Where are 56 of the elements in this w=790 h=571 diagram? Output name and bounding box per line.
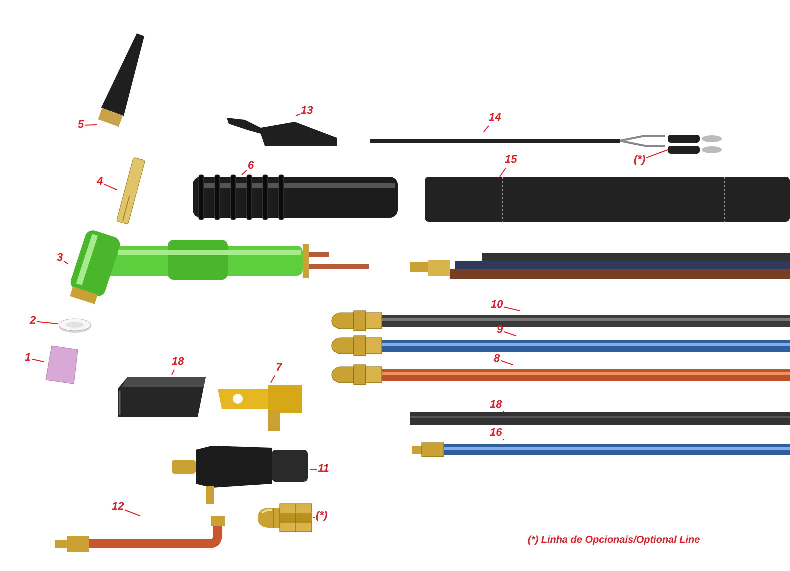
callout-number: 18 <box>172 356 184 369</box>
leader-line <box>484 126 490 132</box>
handle-drawing <box>193 175 398 220</box>
leader-line <box>36 321 58 324</box>
callout-number: 2 <box>30 315 36 328</box>
callout-number: 4 <box>97 176 104 189</box>
leader-line <box>296 114 300 116</box>
leader-line <box>502 438 504 440</box>
coolant-hose-drawing <box>332 336 790 356</box>
leader-line <box>312 517 316 518</box>
plug-pair-drawing <box>668 134 724 156</box>
callout-number: 1 <box>25 352 32 365</box>
leather-cover-drawing <box>425 177 790 222</box>
leader-line <box>504 306 520 312</box>
leader-line <box>270 375 276 384</box>
callout-number: 15 <box>505 154 518 167</box>
leader-line <box>104 184 118 190</box>
leader-line <box>500 168 507 178</box>
leader-line <box>64 260 68 264</box>
adapter-drawing <box>218 383 304 433</box>
leader-line <box>310 469 318 470</box>
callout-number: 8 <box>494 353 500 366</box>
leader-line <box>124 510 140 516</box>
switch-cable-drawing <box>370 132 665 150</box>
callout-number: 12 <box>112 501 124 514</box>
callout-number: 7 <box>276 362 282 375</box>
callout-number: (*) <box>316 510 328 523</box>
power-hose-drawing <box>332 365 790 385</box>
callout-number: 11 <box>318 463 330 476</box>
leader-line <box>84 124 98 126</box>
nozzle-drawing <box>44 344 80 386</box>
leader-line <box>32 358 44 362</box>
footnote: (*) Linha de Opcionais/Optional Line <box>528 535 700 546</box>
callout-number: 9 <box>497 324 504 337</box>
callout-number: 6 <box>248 160 254 173</box>
leader-line <box>500 360 514 366</box>
sheath-hose-drawing <box>410 412 790 425</box>
torch-clip-drawing <box>225 116 340 148</box>
leader-line <box>172 370 175 376</box>
callout-number: 5 <box>78 119 84 132</box>
callout-number: 16 <box>490 427 502 440</box>
callout-number: 18 <box>490 399 502 412</box>
leader-line <box>504 331 516 336</box>
water-hose-drawing <box>412 440 790 458</box>
insulator-ring-drawing <box>58 318 92 334</box>
leader-line <box>502 410 504 412</box>
handle-block-drawing <box>118 375 206 419</box>
fitting-nut-drawing <box>258 504 313 532</box>
callout-number: 3 <box>57 252 64 265</box>
callout-number: 13 <box>301 105 314 118</box>
callout-number: (*) <box>634 154 646 167</box>
callout-number: 10 <box>491 299 504 312</box>
leader-line <box>646 150 668 158</box>
leader-line <box>242 170 248 176</box>
callout-number: 14 <box>489 112 502 125</box>
power-connector-drawing <box>172 446 310 504</box>
